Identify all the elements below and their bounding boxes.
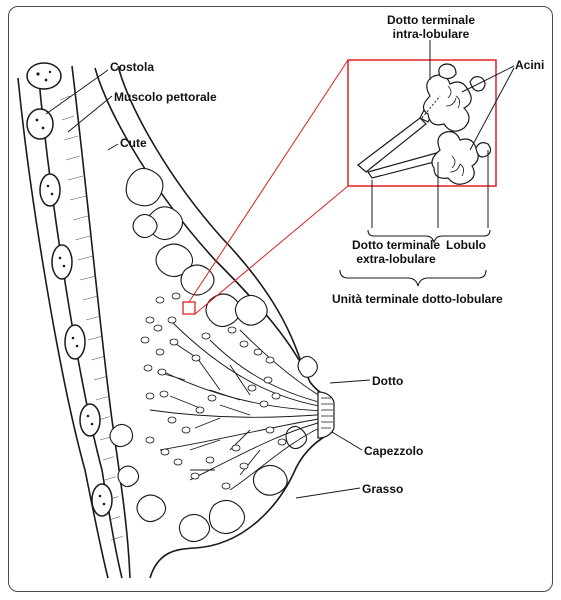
label-terminal-duct-intralobular-line2: intra-lobulare [392, 27, 470, 41]
rib-cross-sections [26, 62, 113, 517]
lobule-clusters [140, 292, 287, 490]
label-duct: Dotto [372, 374, 404, 388]
brace-upper [367, 229, 491, 244]
label-terminal-duct-extralobular-line1: Dotto terminale [351, 238, 440, 252]
nipple [317, 391, 335, 439]
tdlu-zoom [357, 63, 492, 185]
label-terminal-duct-intralobular-line1: Dotto terminale [386, 13, 475, 27]
zoom-line-upper [188, 59, 349, 303]
skin-outline [94, 65, 333, 579]
label-nipple: Capezzolo [364, 444, 424, 458]
label-terminal-duct-extralobular: Dotto terminale extra-lobulare [348, 238, 444, 266]
pectoral-muscle [59, 95, 125, 541]
brace-lower [339, 269, 487, 287]
label-lobule: Lobulo [446, 238, 486, 252]
chest-wall [17, 65, 131, 579]
leader-lines [45, 40, 515, 499]
label-fat: Grasso [362, 482, 404, 496]
label-skin: Cute [120, 136, 147, 150]
label-tdlu: Unità terminale dotto-lobulare [332, 292, 503, 306]
tdlu-zoom-details [445, 85, 464, 177]
zoom-line-lower [194, 185, 349, 315]
tdlu-division-lines [371, 150, 489, 228]
label-pectoral-muscle: Muscolo pettorale [114, 90, 217, 104]
fat-lobules [109, 167, 318, 543]
label-terminal-duct-extralobular-line2: extra-lobulare [356, 252, 436, 266]
zoom-source-box [182, 301, 196, 315]
label-rib: Costola [110, 60, 155, 74]
label-terminal-duct-intralobular: Dotto terminale intra-lobulare [378, 13, 484, 41]
tdlu-intra-duct-dashes [421, 95, 441, 119]
label-acini: Acini [515, 58, 545, 72]
rib-dots [35, 70, 106, 506]
